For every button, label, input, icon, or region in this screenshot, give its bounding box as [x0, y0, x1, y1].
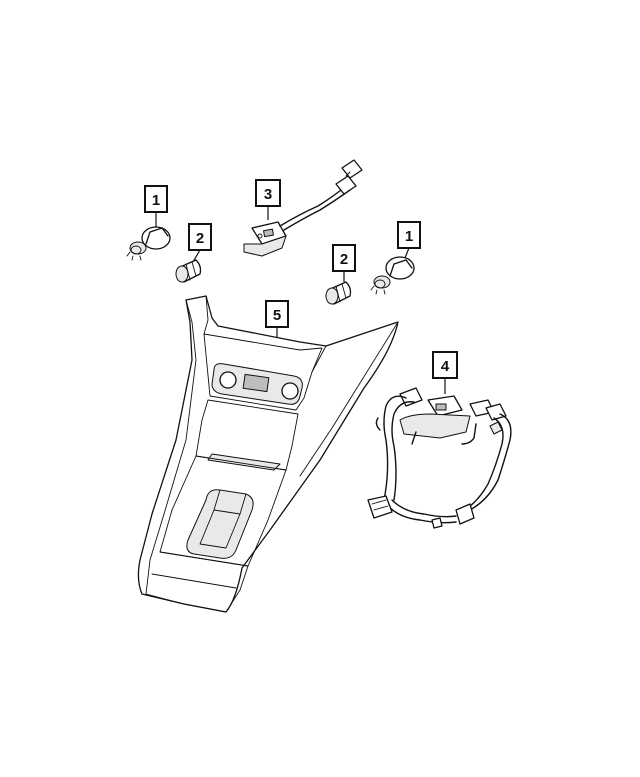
part-1-plug-right [370, 256, 415, 295]
callout-1-left: 1 [144, 185, 168, 228]
callout-4: 4 [432, 351, 458, 394]
part-5-floor-console [137, 295, 399, 613]
part-1-plug-left [126, 226, 171, 261]
callout-3-label: 3 [264, 186, 272, 203]
callout-3: 3 [255, 179, 281, 220]
part-2-socket-left [175, 259, 202, 283]
callout-2-left: 2 [188, 223, 212, 263]
callout-4-label: 4 [441, 358, 450, 375]
callout-2-right-label: 2 [340, 251, 348, 268]
callout-1-right: 1 [397, 221, 421, 259]
part-4-wiring-harness [367, 387, 512, 529]
callout-5: 5 [265, 300, 289, 342]
callout-2-right: 2 [332, 244, 356, 282]
part-2-socket-right [325, 281, 352, 305]
callout-5-label: 5 [273, 307, 281, 324]
callout-1-left-label: 1 [152, 192, 160, 209]
callout-1-right-label: 1 [405, 228, 413, 245]
callout-2-left-label: 2 [196, 230, 204, 247]
part-3-usb-port [243, 159, 363, 257]
